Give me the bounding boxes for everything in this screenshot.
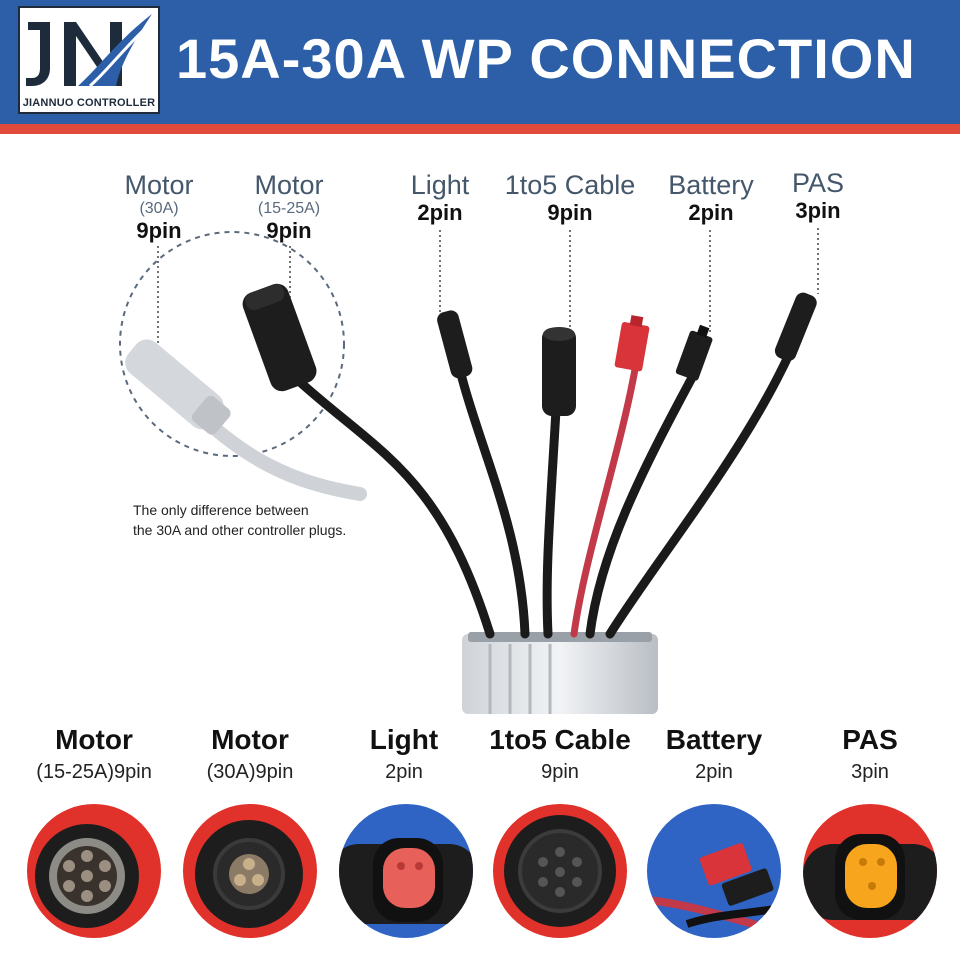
label-1to5-cable: 1to5 Cable 9pin [488, 170, 652, 226]
label-name: Motor [254, 170, 324, 200]
label-name: PAS [791, 168, 845, 198]
connector-pin: (30A)9pin [206, 761, 294, 783]
connector-gallery: Motor (15-25A)9pin Motor (30A)9pin Light… [0, 714, 960, 960]
cable-1to5-connector-face-icon [493, 804, 627, 938]
motor-30a-plug [125, 339, 231, 435]
connector-name: 1to5 Cable [489, 724, 631, 755]
motor-15-25a-connector-face-icon [27, 804, 161, 938]
connector-pin: 9pin [541, 761, 579, 783]
connector-pin: (15-25A)9pin [36, 761, 152, 783]
label-pin: 3pin [795, 198, 841, 223]
light-plug [437, 310, 473, 379]
difference-note: The only difference between the 30A and … [133, 500, 346, 540]
connector-pin: 2pin [695, 761, 733, 783]
label-pin: 2pin [417, 200, 463, 225]
label-pin: 2pin [688, 200, 734, 225]
label-motor-15-25a: Motor (15-25A) 9pin [230, 170, 348, 244]
connector-name: PAS [842, 724, 898, 755]
connector-name: Motor [55, 724, 133, 755]
header-banner [0, 0, 960, 124]
label-battery: Battery 2pin [654, 170, 768, 226]
label-name: Battery [668, 170, 754, 200]
motor-15-25a-plug [242, 283, 317, 392]
cable-1to5-plug [542, 327, 576, 416]
connector-name: Motor [211, 724, 289, 755]
connector-light: Light 2pin [324, 722, 484, 786]
battery-red-plug [614, 315, 650, 372]
label-name: 1to5 Cable [504, 170, 636, 200]
connector-pin: 3pin [851, 761, 889, 783]
page-title: 15A-30A WP CONNECTION [176, 27, 916, 90]
connector-battery: Battery 2pin [634, 722, 794, 786]
connector-name: Light [369, 724, 439, 755]
pas-plug [774, 292, 817, 361]
label-pin: 9pin [136, 218, 182, 243]
detail-circle [119, 231, 345, 457]
label-name: Light [410, 170, 470, 200]
connector-pas: PAS 3pin [790, 722, 950, 786]
note-line-2: the 30A and other controller plugs. [133, 522, 347, 538]
brand-logo: JIANNUO CONTROLLER [18, 6, 160, 114]
pas-connector-face-icon [803, 804, 937, 938]
logo-text: JIANNUO CONTROLLER [22, 97, 156, 109]
wiring-illustration [119, 228, 819, 714]
connector-1to5-cable: 1to5 Cable 9pin [480, 722, 640, 786]
connector-pin: 2pin [385, 761, 423, 783]
battery-black-plug [675, 324, 713, 381]
label-light: Light 2pin [392, 170, 488, 226]
label-pin: 9pin [266, 218, 312, 243]
label-sub: (15-25A) [257, 200, 321, 217]
note-line-1: The only difference between [133, 502, 309, 518]
controller-product-photo: Motor (30A) 9pin Motor (15-25A) 9pin Lig… [0, 134, 960, 714]
label-name: Motor [124, 170, 194, 200]
motor-30a-connector-face-icon [183, 804, 317, 938]
header-stripe [0, 124, 960, 134]
label-sub: (30A) [139, 200, 179, 217]
battery-connector-face-icon [647, 804, 781, 938]
connector-motor-30a: Motor (30A)9pin [170, 722, 330, 786]
jn-logo-icon [26, 14, 152, 88]
label-motor-30a: Motor (30A) 9pin [104, 170, 214, 244]
connector-name: Battery [665, 724, 763, 755]
light-connector-face-icon [339, 804, 473, 938]
label-pas: PAS 3pin [774, 168, 862, 224]
label-pin: 9pin [547, 200, 593, 225]
connector-motor-15-25a: Motor (15-25A)9pin [14, 722, 174, 786]
